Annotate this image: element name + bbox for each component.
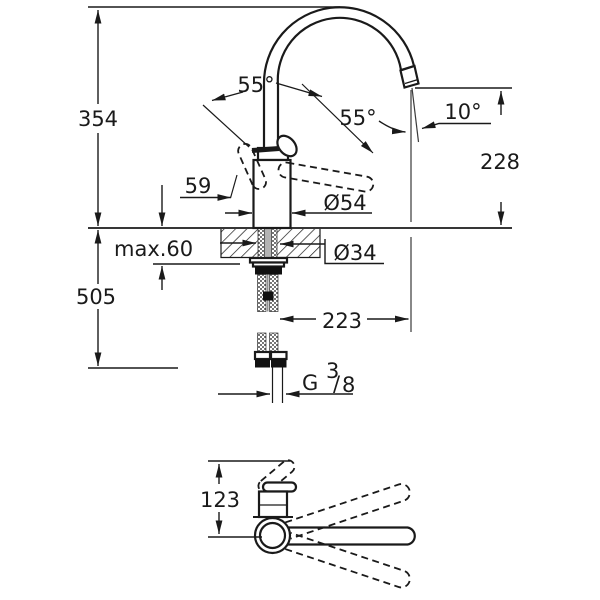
lever-knob xyxy=(276,134,298,158)
faucet-body xyxy=(229,134,375,230)
lever-alternate-position xyxy=(237,143,267,190)
stream-reference xyxy=(410,87,420,332)
thread-g: G xyxy=(302,371,318,395)
mounting-washer-2 xyxy=(251,261,286,268)
dimension-10deg: 10° xyxy=(421,100,491,130)
dimension-223-label: 223 xyxy=(322,309,362,333)
thread-sub: 8 xyxy=(342,373,355,397)
dimension-505: 505 xyxy=(74,230,178,369)
gooseneck-spout-outline xyxy=(262,6,416,154)
plan-spout-arm-swivel-up xyxy=(285,483,411,540)
dimension-123-label: 123 xyxy=(200,488,240,512)
plan-base-inner-circle xyxy=(258,521,287,550)
dimension-223: 223 xyxy=(280,309,409,333)
dimension-max60-label: max.60 xyxy=(114,237,193,261)
dimension-59: 59 xyxy=(180,174,231,201)
dimension-228-label: 228 xyxy=(480,150,520,174)
spout xyxy=(262,6,420,154)
plan-view: 123 xyxy=(197,459,416,589)
lever-extension-line xyxy=(229,174,238,199)
supply-hoses xyxy=(253,274,288,403)
plan-faucet xyxy=(253,459,416,589)
dimension-59-label: 59 xyxy=(185,174,212,198)
plan-body xyxy=(257,490,289,519)
countertop-edges xyxy=(220,229,321,259)
plan-lever-cap xyxy=(261,481,298,493)
mounting-shank xyxy=(248,228,289,275)
aerator-seam xyxy=(404,78,419,85)
mounting-nut xyxy=(255,266,282,275)
dimension-55deg-swivel-label: 55° xyxy=(339,106,376,130)
dimension-55deg-handle: 55° xyxy=(202,73,323,148)
countertop-hatch-right xyxy=(277,229,320,258)
hose-right-lower xyxy=(269,332,279,353)
hose-connector-left-band xyxy=(255,359,270,368)
plan-spout-arm-swivel-down xyxy=(285,532,411,589)
dimension-g38: G 3 / 8 xyxy=(218,359,355,398)
connection-pipe xyxy=(271,367,284,403)
hose-left-lower xyxy=(257,332,267,353)
aerator-tip xyxy=(399,64,420,89)
dimension-55deg-swivel: 55° xyxy=(301,83,406,154)
dimension-505-label: 505 xyxy=(76,285,116,309)
dimension-354: 354 xyxy=(75,10,121,226)
shank-center-tube xyxy=(264,228,272,259)
countertop-section xyxy=(88,227,512,259)
plan-spout-arm xyxy=(288,526,416,546)
dimension-dia54: Ø54 xyxy=(225,191,372,217)
spout-swivel-position xyxy=(277,161,375,193)
hose-connector-right-band xyxy=(271,359,287,368)
dimension-354-label: 354 xyxy=(78,107,118,131)
lever-arm xyxy=(251,146,280,153)
hose-connector-right xyxy=(269,350,288,361)
dimensions: 354 505 max.60 59 Ø54 xyxy=(74,6,524,398)
handle-angle-ray xyxy=(202,104,250,148)
plan-lever-dashed xyxy=(257,459,296,494)
thread-sup: 3 xyxy=(326,359,339,383)
dimension-dia34-label: Ø34 xyxy=(333,241,376,265)
dimension-55deg-handle-label: 55° xyxy=(237,73,274,97)
dimension-dia34: Ø34 xyxy=(220,239,384,265)
swivel-angle-ray xyxy=(301,83,374,154)
dimension-10deg-label: 10° xyxy=(444,100,481,124)
front-view xyxy=(88,6,512,403)
dimension-dia54-label: Ø54 xyxy=(323,191,366,215)
dimension-228: 228 xyxy=(415,87,524,225)
plan-base-outer-circle xyxy=(253,516,292,555)
body-cylinder xyxy=(252,158,292,230)
dimension-max60: max.60 xyxy=(114,185,240,290)
stud-nut xyxy=(263,291,274,301)
stream-angled-line xyxy=(411,87,420,143)
thread-slash: / xyxy=(333,372,341,396)
dimension-123: 123 xyxy=(197,464,242,534)
hose-connector-left xyxy=(253,350,272,361)
